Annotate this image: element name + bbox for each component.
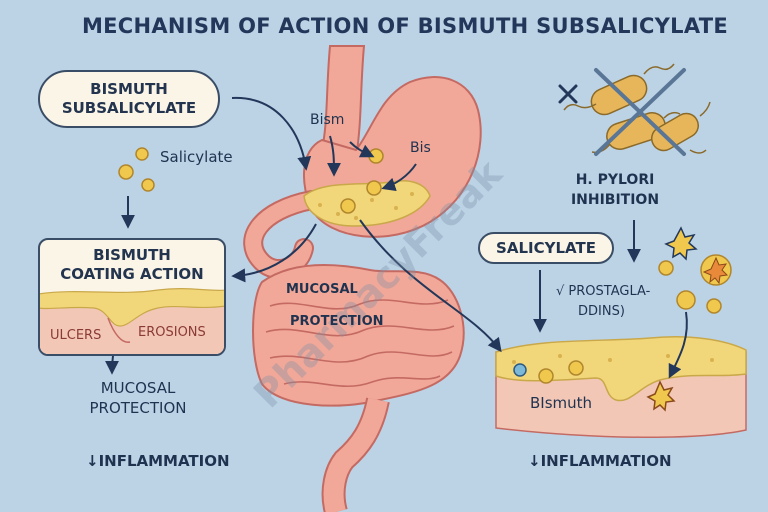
arrow [668, 311, 688, 379]
inflammation-left: ↓INFLAMMATION [86, 452, 230, 470]
mucosal-left-line1: MUCOSAL [100, 379, 176, 397]
salicylate-dot [676, 290, 696, 310]
drug-label-line2: SUBSALICYLATE [61, 99, 197, 117]
salicylate-dot [135, 147, 149, 161]
prostaglandins-line2: DDINS) [578, 304, 625, 319]
salicylate-label: Salicylate [160, 148, 233, 166]
page-title: MECHANISM OF ACTION OF BISMUTH SUBSALICY… [81, 14, 729, 38]
bismuth-particle [538, 368, 554, 384]
intestine-label-line1: MUCOSAL [286, 282, 358, 297]
salicylate-box: SALICYLATE [478, 232, 614, 264]
small-intestine [252, 264, 465, 407]
bismuth-label-right: BIsmuth [530, 394, 593, 412]
hpylori-line1: H. PYLORI [575, 172, 655, 188]
burst-icon [702, 256, 729, 285]
intestine-label-line2: PROTECTION [290, 314, 384, 329]
prostaglandins-line1: √ PROSTAGLA- [556, 284, 651, 299]
salicylate-dot [658, 260, 674, 276]
stomach-label-bis: Bis [410, 140, 431, 156]
mucosal-left-line2: PROTECTION [89, 399, 187, 417]
arrow [359, 219, 502, 353]
coating-title-line2: COATING ACTION [60, 265, 204, 283]
arrow [349, 141, 375, 158]
bismuth-particle [513, 363, 527, 377]
hpylori-inhibition-label: H. PYLORI INHIBITION [560, 170, 670, 210]
salicylate-dot [141, 178, 155, 192]
drug-label-box: BISMUTH SUBSALICYLATE [38, 70, 220, 128]
coating-action-box: BISMUTH COATING ACTION ULCERS EROSIONS [38, 238, 226, 356]
arrow [381, 163, 417, 192]
burst-icon [664, 226, 698, 261]
cross-icon [594, 68, 686, 156]
drug-label-line1: BISMUTH [90, 80, 168, 98]
ulcers-label: ULCERS [50, 328, 102, 343]
coating-title-line1: BISMUTH [93, 246, 171, 264]
bismuth-particle [568, 360, 584, 376]
inflammation-right: ↓INFLAMMATION [528, 452, 672, 470]
arrow [326, 135, 341, 177]
bismuth-particle [340, 198, 356, 214]
mucosal-protection-left: MUCOSAL PROTECTION [78, 378, 198, 418]
burst-icon [646, 380, 676, 412]
hpylori-line2: INHIBITION [570, 192, 660, 208]
coating-title: BISMUTH COATING ACTION [40, 246, 224, 284]
salicylate-dot [118, 164, 134, 180]
erosions-label: EROSIONS [138, 325, 206, 340]
coating-tissue [40, 288, 224, 354]
salicylate-dot [706, 298, 722, 314]
stomach-coating [303, 180, 431, 227]
arrow [231, 223, 317, 283]
bismuth-particle [366, 180, 382, 196]
x-mark-icon [558, 84, 578, 104]
arrow [231, 96, 312, 171]
prostaglandins-label: √ PROSTAGLA- DDINS) [556, 282, 650, 322]
stomach-label-bism: Bism [310, 112, 345, 128]
